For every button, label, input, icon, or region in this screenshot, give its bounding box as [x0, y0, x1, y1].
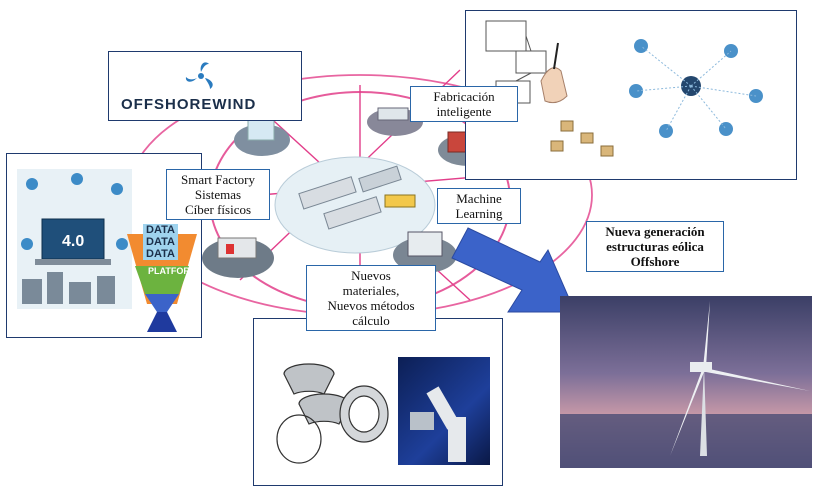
logo-box: OFFSHOREWIND: [108, 51, 302, 121]
cylinder-parts-illustration: [276, 363, 389, 464]
robot-arm-node: [234, 117, 290, 156]
platform-word: PLATFORM: [148, 266, 198, 276]
label-line: Nuevos: [351, 268, 391, 283]
materials-panel: [253, 318, 503, 486]
label-line: Machine: [456, 191, 502, 206]
robot-arm-photo: [398, 357, 490, 465]
label-line: cálculo: [352, 313, 390, 328]
label-line: Fabricación: [433, 89, 495, 104]
label-line: estructuras eólica: [606, 239, 704, 254]
arrow-icon: [451, 227, 576, 313]
label-line: inteligente: [436, 104, 492, 119]
label-nueva-generacion: Nueva generación estructuras eólica Offs…: [586, 221, 724, 272]
industry-4-label: 4.0: [62, 233, 85, 250]
analytics-panel: [465, 10, 797, 180]
label-line: Smart Factory: [180, 172, 255, 187]
label-line: Offshore: [630, 254, 680, 269]
logo-text: OFFSHOREWIND: [121, 96, 257, 113]
label-line: Nueva generación: [605, 224, 705, 239]
network-icons-illustration: [550, 39, 763, 157]
robot-arm-icon: [410, 386, 466, 462]
data-word-3: DATA: [143, 248, 178, 260]
warehouse-node: [202, 237, 274, 278]
data-word-2: DATA: [143, 236, 178, 248]
tank-node: [367, 107, 423, 136]
factory-machines: [298, 165, 416, 230]
wind-turbine-icon: [560, 301, 812, 468]
label-line: Nuevos métodos: [327, 298, 415, 313]
data-word-1: DATA: [143, 224, 178, 236]
wind-swirl-icon: [185, 62, 213, 89]
label-line: Sistemas: [194, 187, 242, 202]
label-fabricacion: Fabricación inteligente: [410, 86, 518, 122]
label-machine-learning: Machine Learning: [437, 188, 521, 224]
wind-turbine-photo: [560, 296, 812, 468]
flowchart-illustration: [485, 20, 568, 104]
label-line: Learning: [455, 206, 503, 221]
cnc-machine-node: [393, 231, 457, 273]
label-line: Cíber físicos: [184, 202, 252, 217]
label-nuevos-materiales: Nuevos materiales, Nuevos métodos cálcul…: [306, 265, 436, 331]
label-smart-factory: Smart Factory Sistemas Cíber físicos: [166, 169, 270, 220]
label-line: materiales,: [342, 283, 400, 298]
